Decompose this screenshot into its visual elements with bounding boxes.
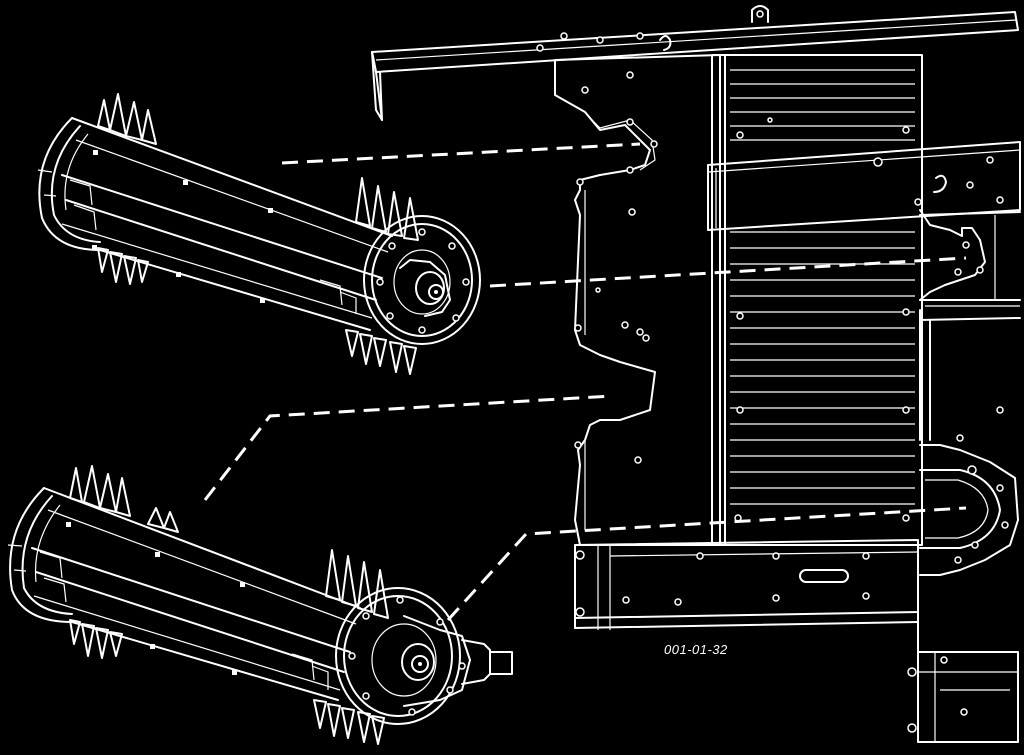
- lower-rotor-teeth-bottom: [69, 619, 123, 659]
- upper-bearing-notch: [919, 209, 1021, 307]
- lower-rotor-teeth-right-top: [325, 549, 389, 619]
- lower-rotor-teeth-right-bottom: [313, 699, 385, 745]
- top-rail: [371, 5, 1019, 121]
- machine-frame: [371, 5, 1021, 743]
- upper-rotor-teeth-right-top: [355, 177, 419, 241]
- upper-rotor-teeth-bottom: [97, 247, 149, 285]
- lower-rotor-teeth-top: [69, 465, 179, 533]
- upper-rotor: [37, 93, 481, 375]
- guide-line-lower-right: [446, 506, 967, 622]
- lower-bearing-housing: [919, 444, 1019, 576]
- guide-line-lower-left: [203, 394, 613, 501]
- lower-rotor-flange: [335, 587, 513, 725]
- upper-rotor-flange: [363, 215, 481, 345]
- figure-label: 001-01-32: [664, 642, 728, 657]
- guide-line-upper-right: [489, 256, 967, 288]
- upper-rotor-teeth-top: [97, 93, 157, 145]
- upper-cross-beam: [707, 141, 1021, 231]
- lower-rotor: [7, 465, 513, 745]
- side-plate: [554, 54, 721, 546]
- guide-line-upper-left: [281, 142, 641, 165]
- upper-rotor-teeth-right-bottom: [345, 329, 417, 375]
- upper-rotor-drum: [61, 117, 393, 331]
- corrugated-panel: [711, 54, 923, 546]
- bottom-right-bracket: [907, 574, 1019, 743]
- lower-rotor-left-cap: [7, 487, 73, 623]
- assembly-guide-lines: [203, 142, 967, 622]
- lower-rotor-drum: [31, 487, 361, 701]
- lower-cross-beam: [574, 539, 919, 630]
- upper-rotor-left-cap: [37, 117, 101, 251]
- right-frame: [919, 309, 1021, 442]
